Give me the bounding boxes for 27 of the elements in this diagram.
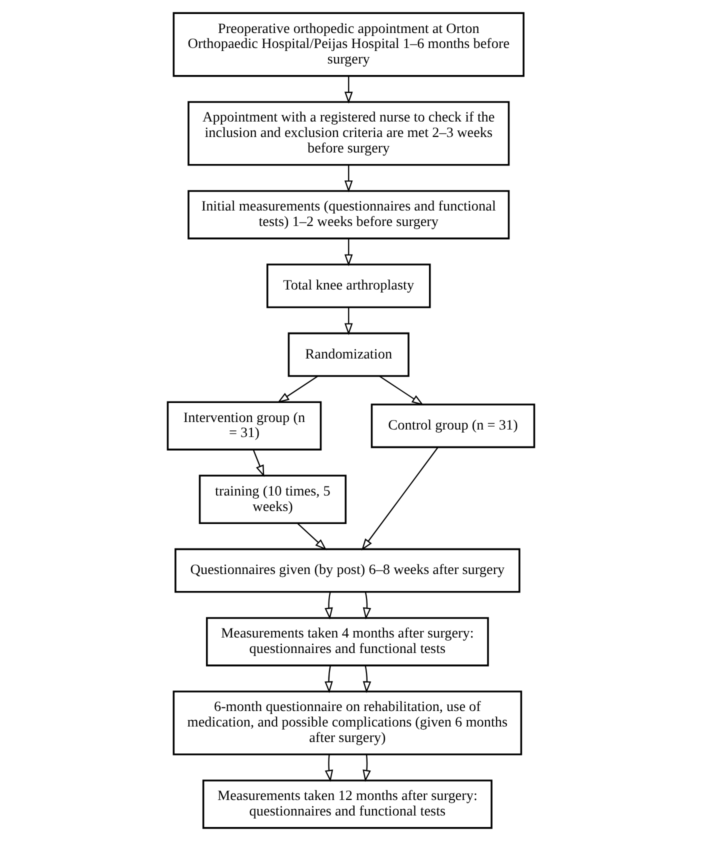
arrow	[324, 666, 332, 694]
arrow	[344, 307, 352, 336]
arrow	[296, 523, 326, 550]
arrow	[378, 376, 424, 406]
arrow	[252, 450, 264, 477]
arrow	[344, 76, 352, 104]
node-box: Initial measurements (questionnaires and functional tests) 1–2 weeks before surgery	[187, 190, 510, 240]
arrow	[344, 238, 352, 266]
arrow	[344, 164, 352, 192]
node-box: Measurements taken 12 months after surgery: questionnaires and functional tests	[202, 780, 492, 829]
node-box: Intervention group (n = 31)	[166, 401, 322, 450]
node-box: Randomization	[287, 332, 409, 377]
arrow	[276, 376, 318, 403]
node-box: Appointment with a registered nurse to check if the inclusion and exclusion criteria are met 2–3 weeks before surgery	[187, 101, 510, 166]
node-box: Preoperative orthopedic appointment at Orton Orthopaedic Hospital/Peijas Hospital 1–6 months before surgery	[172, 12, 524, 77]
arrow	[324, 754, 333, 782]
node-box: Questionnaires given (by post) 6–8 weeks after surgery	[174, 548, 520, 593]
arrow	[362, 666, 371, 694]
arrow	[324, 592, 332, 620]
arrow	[362, 754, 370, 782]
node-box: training (10 times, 5 weeks)	[198, 474, 346, 524]
node-box: Measurements taken 4 months after surgery: questionnaires and functional tests	[206, 617, 488, 666]
node-box: Total knee arthroplasty	[266, 264, 430, 308]
node-box: Control group (n = 31)	[370, 404, 535, 448]
arrow	[360, 447, 438, 550]
node-box: 6-month questionnaire on rehabilitation, use of medication, and possible complications (given 6 months after surgery)	[172, 690, 522, 756]
arrow	[362, 592, 371, 620]
